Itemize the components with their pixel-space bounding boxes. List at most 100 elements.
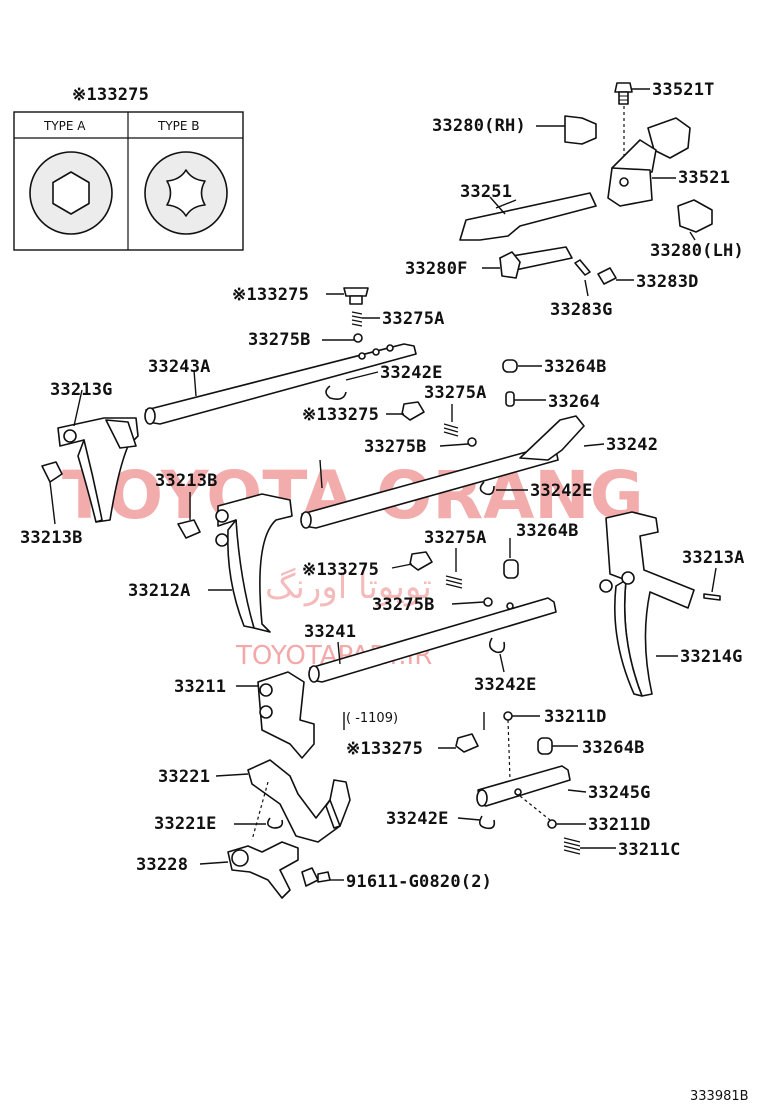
label-33213G: 33213G <box>50 380 113 400</box>
label-33241: 33241 <box>304 622 356 642</box>
label-33245G: 33245G <box>588 783 651 803</box>
part-33283G-pin <box>574 259 591 297</box>
label-33283D: 33283D <box>636 272 699 292</box>
label-33213A: 33213A <box>682 548 745 568</box>
label-33211: 33211 <box>174 677 226 697</box>
part-33242E-clip-low <box>488 637 506 673</box>
type-b-label: TYPE B <box>157 119 200 133</box>
part-91611-bolt <box>301 867 344 887</box>
part-labels: 33521T 33280(RH) 33521 33251 33280(LH) 3… <box>20 80 745 892</box>
part-33275A-spring-mid <box>443 404 459 437</box>
part-33211-shift-head <box>236 671 315 759</box>
bracket-1109-label: ( -1109) <box>346 711 398 726</box>
label-33228: 33228 <box>136 855 188 875</box>
label-33275-bot: ※133275 <box>346 739 423 759</box>
label-33521T: 33521T <box>652 80 715 100</box>
label-33242E-mid: 33242E <box>530 481 593 501</box>
part-33275-plug-low <box>391 551 433 571</box>
label-33251: 33251 <box>460 182 512 202</box>
label-91611: 91611-G0820(2) <box>346 872 492 892</box>
label-33275A-top: 33275A <box>382 309 445 329</box>
type-inset-box: ※133275 TYPE A TYPE B <box>13 85 244 251</box>
part-33211C-spring <box>563 837 616 855</box>
label-33275-mid: ※133275 <box>302 405 379 425</box>
part-1109-bracket: ( -1109) <box>343 711 485 730</box>
type-b-torx-icon <box>144 151 228 235</box>
label-33275A-mid: 33275A <box>424 383 487 403</box>
part-33275A-spring-low <box>445 548 463 589</box>
part-33213A-pin <box>703 567 721 601</box>
type-a-bolt-icon <box>29 151 113 235</box>
part-33280LH-plug <box>677 199 713 241</box>
label-33275-top: ※133275 <box>232 285 309 305</box>
part-33275A-spring-top <box>351 311 380 327</box>
label-33213B-a: 33213B <box>155 471 218 491</box>
part-33275B-ball-top <box>353 333 363 343</box>
label-33275A-low: 33275A <box>424 528 487 548</box>
part-33275-plug-mid <box>386 401 425 421</box>
part-33241-shaft <box>308 597 557 683</box>
part-33212A-fork <box>208 493 293 633</box>
part-33275B-ball-mid <box>467 437 477 447</box>
label-33242E-top: 33242E <box>380 363 443 383</box>
label-33283G: 33283G <box>550 300 613 320</box>
label-33280RH: 33280(RH) <box>432 116 526 136</box>
type-a-label: TYPE A <box>43 119 86 133</box>
label-33264: 33264 <box>548 392 600 412</box>
label-33211D-a: 33211D <box>544 707 607 727</box>
part-33283D-plug <box>597 267 634 285</box>
part-33521T-bolt <box>614 82 650 105</box>
label-33243A: 33243A <box>148 357 211 377</box>
label-33242E-low: 33242E <box>474 675 537 695</box>
label-33211D-b: 33211D <box>588 815 651 835</box>
watermark-persian: تویوتا اورنگ <box>265 567 432 607</box>
part-33245G-shaft <box>476 765 587 807</box>
part-33251-shift-head <box>459 192 597 241</box>
label-33275-low: ※133275 <box>302 560 379 580</box>
part-33213B-bolt-mid <box>177 492 201 539</box>
label-33264B-mid: 33264B <box>516 521 579 541</box>
part-33211D-ball-bot <box>547 819 557 829</box>
part-33211D-ball-top <box>503 711 513 721</box>
label-33280F: 33280F <box>405 259 468 279</box>
label-33214G: 33214G <box>680 647 743 667</box>
inset-title: ※133275 <box>72 85 149 105</box>
part-33280RH-plug <box>536 115 597 145</box>
part-33275B-ball-low <box>483 597 493 607</box>
part-33228-lever <box>199 841 299 899</box>
part-33243A-shaft <box>144 343 417 425</box>
part-33221-fork <box>215 759 351 843</box>
label-33212A: 33212A <box>128 581 191 601</box>
part-33275-plug-top <box>326 287 369 305</box>
label-33211C: 33211C <box>618 840 681 860</box>
part-33521-lever <box>607 117 691 207</box>
part-33242E-clip-top <box>325 371 379 400</box>
label-33275B-low: 33275B <box>372 595 435 615</box>
watermark-main: TOYOTA ORANG <box>62 457 644 534</box>
label-33280LH: 33280(LH) <box>650 241 744 261</box>
label-33242: 33242 <box>606 435 658 455</box>
part-33213G-fork <box>57 389 139 523</box>
part-33264-pin <box>505 391 546 407</box>
diagram-code: 333981B <box>690 1089 749 1104</box>
part-33242-shaft <box>300 415 605 529</box>
label-33264B-top: 33264B <box>544 357 607 377</box>
part-33242E-clip-mid <box>479 481 528 496</box>
label-33264B-bot: 33264B <box>582 738 645 758</box>
label-33275B-mid: 33275B <box>364 437 427 457</box>
label-33221E: 33221E <box>154 814 217 834</box>
label-33213B-b: 33213B <box>20 528 83 548</box>
part-33264B-pin-mid <box>503 538 519 579</box>
part-33242E-clip-bot <box>457 815 496 830</box>
part-33264B-pin-bot <box>537 737 578 755</box>
part-33280F-shaft <box>482 246 573 279</box>
part-33213B-bolt-left <box>41 461 63 525</box>
label-33275B-top: 33275B <box>248 330 311 350</box>
part-33264B-pin-top <box>502 359 542 373</box>
label-33221: 33221 <box>158 767 210 787</box>
label-33521: 33521 <box>678 168 730 188</box>
part-33214G-fork <box>599 511 695 697</box>
part-33275-plug-bot <box>438 733 479 753</box>
label-33242E-bot: 33242E <box>386 809 449 829</box>
